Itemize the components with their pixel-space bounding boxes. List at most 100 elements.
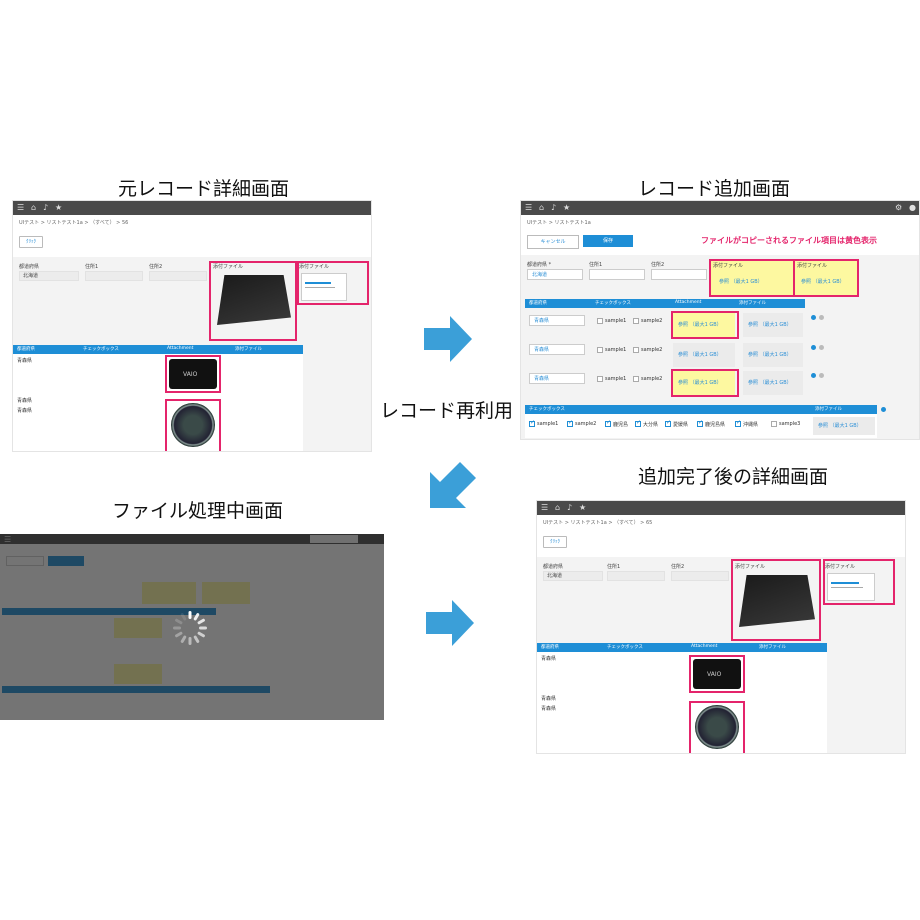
cb-item-8[interactable]: [771, 421, 777, 427]
star-icon[interactable]: ★: [579, 503, 587, 512]
subtable-header: 都道府県 チェックボックス Attachment 添付ファイル: [537, 643, 827, 652]
row2-attachment2[interactable]: 参照 （最大1 GB）: [743, 343, 803, 367]
th-checkbox: チェックボックス: [595, 301, 631, 306]
row2-checkbox-2[interactable]: [633, 347, 639, 353]
edit-button[interactable]: ｸﾘｯｸ: [19, 236, 43, 248]
attachment-browse[interactable]: 参照 （最大1 GB）: [719, 279, 763, 285]
breadcrumb-app[interactable]: UIテスト: [543, 520, 564, 526]
menu-icon[interactable]: ☰: [541, 503, 549, 512]
checkbox-section-label: チェックボックス: [529, 407, 565, 412]
checkbox-section-header: チェックボックス 添付ファイル: [525, 405, 877, 414]
help-icon[interactable]: ●: [909, 203, 916, 212]
cancel-button[interactable]: キャンセル: [527, 235, 579, 249]
prefecture-select[interactable]: 北海道: [527, 269, 583, 280]
th-attachment2: 添付ファイル: [739, 301, 766, 306]
attachment2-browse[interactable]: 参照 （最大1 GB）: [801, 279, 845, 285]
cb-item-4[interactable]: [635, 419, 641, 427]
menu-icon[interactable]: ☰: [17, 203, 25, 212]
row1-prefecture-select[interactable]: 青森県: [529, 315, 585, 326]
home-icon[interactable]: ⌂: [539, 203, 545, 212]
cb-item-3[interactable]: [605, 419, 611, 427]
th-prefecture: 都道府県: [541, 645, 559, 650]
row1-remove-icon[interactable]: [819, 315, 824, 320]
row3-prefecture-select[interactable]: 青森県: [529, 373, 585, 384]
watch-image[interactable]: [695, 705, 739, 749]
caption-original-detail: 元レコード詳細画面: [118, 178, 290, 200]
cb-item-3-label: 鹿児島: [613, 422, 629, 428]
cb-item-7[interactable]: [735, 419, 741, 427]
breadcrumb-view[interactable]: （すべて）: [90, 220, 115, 226]
breadcrumb-list[interactable]: リストテスト1a: [46, 220, 83, 226]
caption-record-add: レコード追加画面: [638, 178, 791, 200]
laptop-image[interactable]: [739, 575, 815, 627]
star-icon[interactable]: ★: [55, 203, 63, 212]
row1-add-icon[interactable]: [811, 315, 816, 320]
prefecture-value: 北海道: [19, 271, 79, 281]
home-icon[interactable]: ⌂: [31, 203, 37, 212]
row2-attachment[interactable]: 参照 （最大1 GB）: [673, 343, 735, 367]
cb-item-4-label: 大分県: [643, 422, 659, 428]
row3-remove-icon[interactable]: [819, 373, 824, 378]
vaio-image[interactable]: VAIO: [169, 359, 217, 389]
row3-checkbox-2[interactable]: [633, 376, 639, 382]
th-attachment: Attachment: [675, 300, 702, 305]
cb-item-1[interactable]: [529, 419, 535, 427]
row2-add-icon[interactable]: [811, 345, 816, 350]
row1-attachment2[interactable]: 参照 （最大1 GB）: [743, 313, 803, 337]
row1-attachment[interactable]: 参照 （最大1 GB）: [673, 313, 735, 337]
cb-item-2[interactable]: [567, 419, 573, 427]
spreadsheet-thumbnail[interactable]: [827, 573, 875, 601]
row3-attachment[interactable]: 参照 （最大1 GB）: [673, 371, 735, 395]
loading-spinner-icon: [173, 611, 207, 645]
gear-icon[interactable]: ⚙: [895, 203, 903, 212]
breadcrumb-app[interactable]: UIテスト: [19, 220, 40, 226]
row2-checkbox-1[interactable]: [597, 347, 603, 353]
breadcrumb: UIテスト > リストテスト1a: [527, 220, 591, 226]
table-row: 青森県: [17, 358, 33, 364]
bell-icon[interactable]: ♪: [567, 503, 573, 512]
th-checkbox: チェックボックス: [607, 645, 643, 650]
spreadsheet-thumbnail[interactable]: [301, 273, 347, 301]
save-button[interactable]: 保存: [583, 235, 633, 247]
address1-input[interactable]: [589, 269, 645, 280]
row3-checkbox-1[interactable]: [597, 376, 603, 382]
watch-image[interactable]: [171, 403, 215, 447]
attachment-label: 添付ファイル: [713, 263, 744, 269]
edit-button[interactable]: ｸﾘｯｸ: [543, 536, 567, 548]
address2-label: 住所2: [149, 264, 163, 270]
bell-icon[interactable]: ♪: [551, 203, 557, 212]
breadcrumb-list[interactable]: リストテスト1a: [554, 220, 591, 226]
star-icon[interactable]: ★: [563, 203, 571, 212]
dim-overlay: [0, 534, 384, 720]
arrow-right-top-icon: [424, 316, 472, 362]
row3-attachment2[interactable]: 参照 （最大1 GB）: [743, 371, 803, 395]
address2-value: [671, 571, 729, 581]
breadcrumb-record: 65: [645, 520, 653, 526]
breadcrumb-app[interactable]: UIテスト: [527, 220, 548, 226]
breadcrumb-view[interactable]: （すべて）: [614, 520, 639, 526]
home-icon[interactable]: ⌂: [555, 503, 561, 512]
row1-checkbox-2[interactable]: [633, 318, 639, 324]
cb-item-5-label: 愛媛県: [673, 422, 689, 428]
prefecture-label: 都道府県: [19, 264, 40, 270]
cb-item-6[interactable]: [697, 419, 703, 427]
breadcrumb-list[interactable]: リストテスト1a: [570, 520, 607, 526]
row2-prefecture-select[interactable]: 青森県: [529, 344, 585, 355]
address2-input[interactable]: [651, 269, 707, 280]
menu-icon[interactable]: ☰: [525, 203, 533, 212]
row1-checkbox-1[interactable]: [597, 318, 603, 324]
address1-label: 住所1: [607, 564, 621, 570]
row3-checkbox-1-label: sample1: [605, 376, 627, 382]
cb-item-2-label: sample2: [575, 421, 597, 427]
vaio-image[interactable]: VAIO: [693, 659, 741, 689]
row3-add-icon[interactable]: [811, 373, 816, 378]
attachment-highlight: [209, 261, 297, 341]
row2-remove-icon[interactable]: [819, 345, 824, 350]
subtable-header: 都道府県 チェックボックス Attachment 添付ファイル: [13, 345, 303, 354]
th-attachment: Attachment: [167, 346, 194, 351]
section-add-icon[interactable]: [881, 407, 886, 412]
bell-icon[interactable]: ♪: [43, 203, 49, 212]
cb-item-5[interactable]: [665, 419, 671, 427]
laptop-image[interactable]: [217, 275, 291, 325]
section-attachment[interactable]: 参照 （最大1 GB）: [813, 417, 875, 435]
